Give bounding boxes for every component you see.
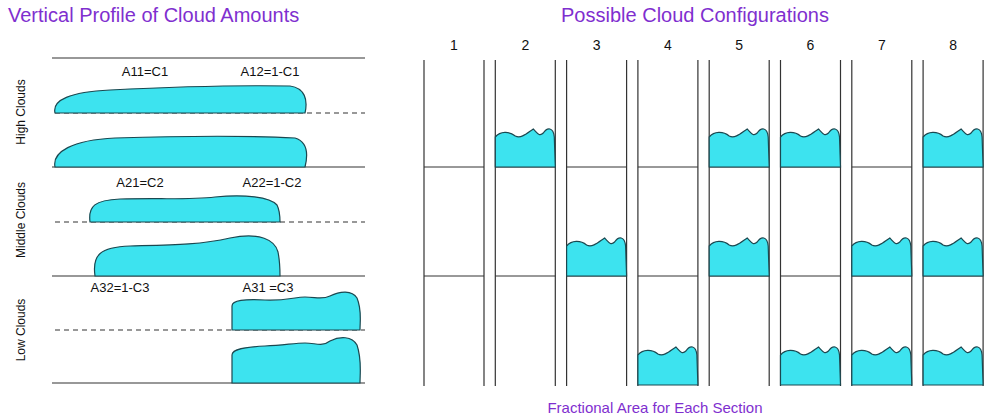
column-number: 1 [450,37,458,53]
cloud-level-label: Middle Clouds [15,182,29,258]
middle-cloud-blob [923,238,983,276]
high-cloud-blob [923,129,983,167]
column-frame [923,60,983,386]
column-number: 6 [807,37,815,53]
layer-boundary [52,57,365,58]
high-cloud-blob [55,86,306,113]
middle-cloud-blob [94,236,280,276]
column-number: 8 [949,37,957,53]
amount-label: A11=C1 [122,65,168,80]
amount-label: A31 =C3 [243,281,294,296]
column-number: 5 [735,37,743,53]
cloud-level-label: Low Clouds [15,299,29,362]
cloud-profiles [55,86,361,383]
low-cloud-blob [232,292,360,330]
column-frame [424,60,484,386]
low-cloud-blob [852,347,912,385]
column-frame [495,60,555,386]
column-frame [781,60,841,386]
amount-label: A12=1-C1 [241,65,300,80]
column-number: 3 [593,37,601,53]
high-cloud-blob [55,136,307,167]
column-number: 4 [664,37,672,53]
column-frame [852,60,912,386]
middle-cloud-blob [90,196,280,222]
column-number: 2 [521,37,529,53]
amount-label: A32=1-C3 [91,281,150,296]
low-cloud-blob [232,338,360,383]
amount-label: A22=1-C2 [243,176,302,191]
column-frame [567,60,627,386]
high-cloud-blob [781,129,841,167]
panel-heading: Vertical Profile of Cloud Amounts [8,4,299,27]
low-cloud-blob [923,347,983,385]
amount-label: A21=C2 [116,176,163,191]
column-number: 7 [878,37,886,53]
middle-cloud-blob [709,238,769,276]
column-frame [709,60,769,386]
low-cloud-blob [781,347,841,385]
panel-heading: Possible Cloud Configurations [561,4,829,27]
high-cloud-blob [495,129,555,167]
middle-cloud-blob [567,238,627,276]
high-cloud-blob [709,129,769,167]
caption: Fractional Area for Each Section [547,399,762,416]
low-cloud-blob [638,347,698,385]
middle-cloud-blob [852,238,912,276]
cloud-level-label: High Clouds [15,79,29,144]
column-frame [638,60,698,386]
layer-lines [52,58,365,383]
